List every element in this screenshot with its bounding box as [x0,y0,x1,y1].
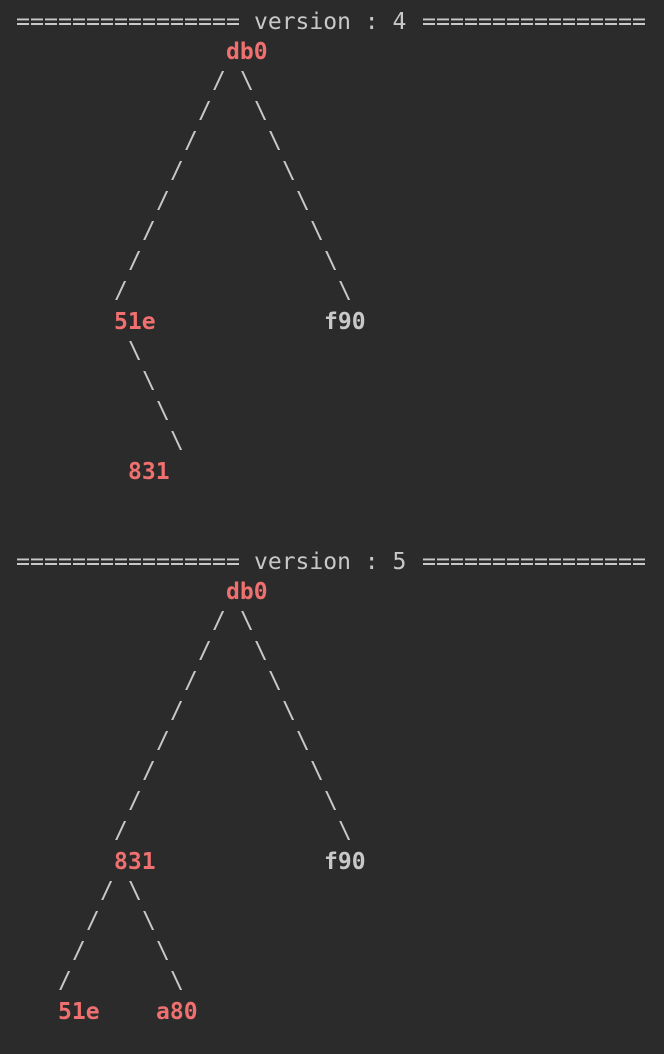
edge-glyph: \ [282,158,296,184]
edge-glyph: \ [268,128,282,154]
header-rule-left: ================ [16,9,240,35]
edges-version-4: ////////\\\\\\\\\\\\ [114,68,352,454]
tree-panel-version-5: ================ version : 5 ===========… [0,540,664,1054]
edge-glyph: \ [296,728,310,754]
edge-glyph: / [156,728,170,754]
edge-glyph: \ [282,698,296,724]
header-label: version : 4 [254,9,406,35]
edge-glyph: / [198,638,212,664]
node-831: 831 [128,459,170,485]
header-rule-right: ================ [422,549,646,575]
header-label: version : 5 [254,549,406,575]
edge-glyph: \ [156,938,170,964]
edge-glyph: / [184,128,198,154]
edge-glyph: / [114,818,128,844]
edges-version-5: ////////\\\\\\\\////\\\\ [58,608,352,994]
node-f90: f90 [324,849,366,875]
tree-diagram-version-5: ================ version : 5 ===========… [16,549,646,1025]
edge-glyph: / [58,968,72,994]
edge-glyph: \ [296,188,310,214]
header-rule-right: ================ [422,9,646,35]
edge-glyph: \ [310,758,324,784]
edge-glyph: \ [324,788,338,814]
edge-glyph: \ [240,608,254,634]
edge-glyph: \ [142,368,156,394]
edge-glyph: / [142,758,156,784]
edge-glyph: / [72,938,86,964]
header-version-5: ================ version : 5 ===========… [16,549,646,575]
edge-glyph: / [212,68,226,94]
tree-diagram-version-4: ================ version : 4 ===========… [16,9,646,485]
edge-glyph: / [100,878,114,904]
node-db0: db0 [226,579,268,605]
edge-glyph: \ [128,878,142,904]
node-51e: 51e [58,999,100,1025]
edge-glyph: / [128,788,142,814]
node-51e: 51e [114,309,156,335]
edge-glyph: / [198,98,212,124]
edge-glyph: \ [240,68,254,94]
nodes-version-5: db0 831 f90 51e a80 [58,579,366,1025]
edge-glyph: \ [268,668,282,694]
edge-glyph: / [184,668,198,694]
edge-glyph: \ [254,638,268,664]
edge-glyph: / [142,218,156,244]
edge-glyph: / [128,248,142,274]
header-version-4: ================ version : 4 ===========… [16,9,646,35]
edge-glyph: / [86,908,100,934]
edge-glyph: \ [310,218,324,244]
edge-glyph: \ [170,968,184,994]
edge-glyph: \ [254,98,268,124]
nodes-version-4: db0 51e f90 831 [114,39,366,485]
edge-glyph: \ [338,818,352,844]
edge-glyph: / [170,698,184,724]
node-f90: f90 [324,309,366,335]
edge-glyph: / [212,608,226,634]
edge-glyph: / [170,158,184,184]
node-831: 831 [114,849,156,875]
edge-glyph: \ [142,908,156,934]
tree-panel-version-4: ================ version : 4 ===========… [0,0,664,510]
edge-glyph: \ [156,398,170,424]
edge-glyph: / [156,188,170,214]
header-rule-left: ================ [16,549,240,575]
node-db0: db0 [226,39,268,65]
edge-glyph: \ [324,248,338,274]
edge-glyph: / [114,278,128,304]
node-a80: a80 [156,999,198,1025]
edge-glyph: \ [170,428,184,454]
edge-glyph: \ [128,338,142,364]
edge-glyph: \ [338,278,352,304]
